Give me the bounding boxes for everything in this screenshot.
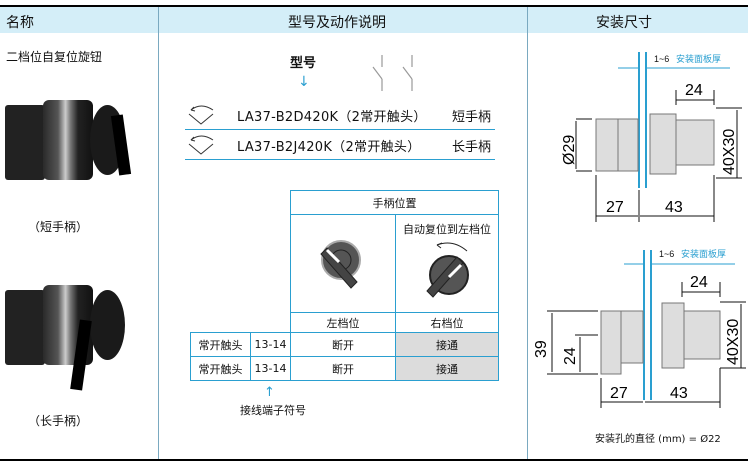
model-code: LA37-B2D420K（2常开触头） [237,110,427,125]
right-state: 接通 [395,332,499,357]
auto-return-label: 自动复位到左档位 [403,223,491,236]
contact-type: 常开触头 [190,356,251,381]
dim-diameter: Ø29 [561,135,578,165]
table-header: 名称 型号及动作说明 安装尺寸 [0,7,748,33]
dim-front: 27 [606,199,624,216]
top-rule [0,5,748,7]
model-row: LA37-B2D420K（2常开触头） 短手柄 [185,100,495,130]
hole-note: 安装孔的直径 (mm) = Ø22 [595,434,721,445]
panel-thickness: 1~6 [654,54,669,64]
contact-symbol-icon [372,55,413,91]
caption-long: （长手柄） [28,414,89,428]
model-row: LA37-B2J420K（2常开触头） 长手柄 [185,130,495,160]
header-model: 型号及动作说明 [288,15,386,31]
handle-position-header: 手柄位置 [290,190,499,215]
panel-thickness: 1~6 [659,249,674,259]
arrow-up-icon: ↑ [264,385,275,400]
dim-back: 43 [665,199,683,216]
handle-type: 短手柄 [451,110,491,125]
left-position-image [290,214,396,313]
product-photo-short [5,95,132,190]
right-position-image: 自动复位到左档位 [395,214,499,313]
dim-back: 43 [670,385,688,402]
dim-height: 40X30 [725,319,742,365]
column-divider [158,7,159,459]
panel-label: 安装面板厚 [681,248,726,259]
column-divider [527,7,528,459]
terminal: 13-14 [250,332,291,357]
contact-type: 常开触头 [190,332,251,357]
knob-left-icon [320,240,361,289]
dim-39: 39 [533,340,550,358]
dim-front: 27 [610,385,628,402]
model-label: 型号 [290,56,317,71]
dim-inner-24: 24 [562,347,579,365]
dim-24: 24 [685,82,703,99]
dimension-drawing-short: 1~6 安装面板厚 24 Ø29 40X30 27 43 [561,52,742,222]
left-state: 断开 [290,356,396,381]
left-position-label: 左档位 [290,312,396,333]
rotation-symbol-icon [188,135,214,155]
dimension-drawing-long: 1~6 安装面板厚 24 39 24 40X30 27 43 [533,248,746,408]
left-state: 断开 [290,332,396,357]
right-state: 接通 [395,356,499,381]
product-name: 二档位自复位旋钮 [6,50,103,64]
panel-label: 安装面板厚 [676,53,721,64]
arrow-down-icon: ↓ [298,74,310,90]
handle-type: 长手柄 [451,140,491,155]
dim-24: 24 [690,274,708,291]
dim-height: 40X30 [721,129,738,175]
rotation-symbol-icon [188,105,214,125]
caption-short: （短手柄） [28,220,89,234]
header-name: 名称 [6,15,34,31]
terminal: 13-14 [250,356,291,381]
bottom-rule [0,459,748,461]
model-code: LA37-B2J420K（2常开触头） [237,140,421,155]
knob-right-icon [426,242,469,298]
terminal-label: 接线端子符号 [240,404,306,417]
header-dims: 安装尺寸 [596,15,652,31]
product-photo-long [5,280,130,391]
right-position-label: 右档位 [395,312,499,333]
